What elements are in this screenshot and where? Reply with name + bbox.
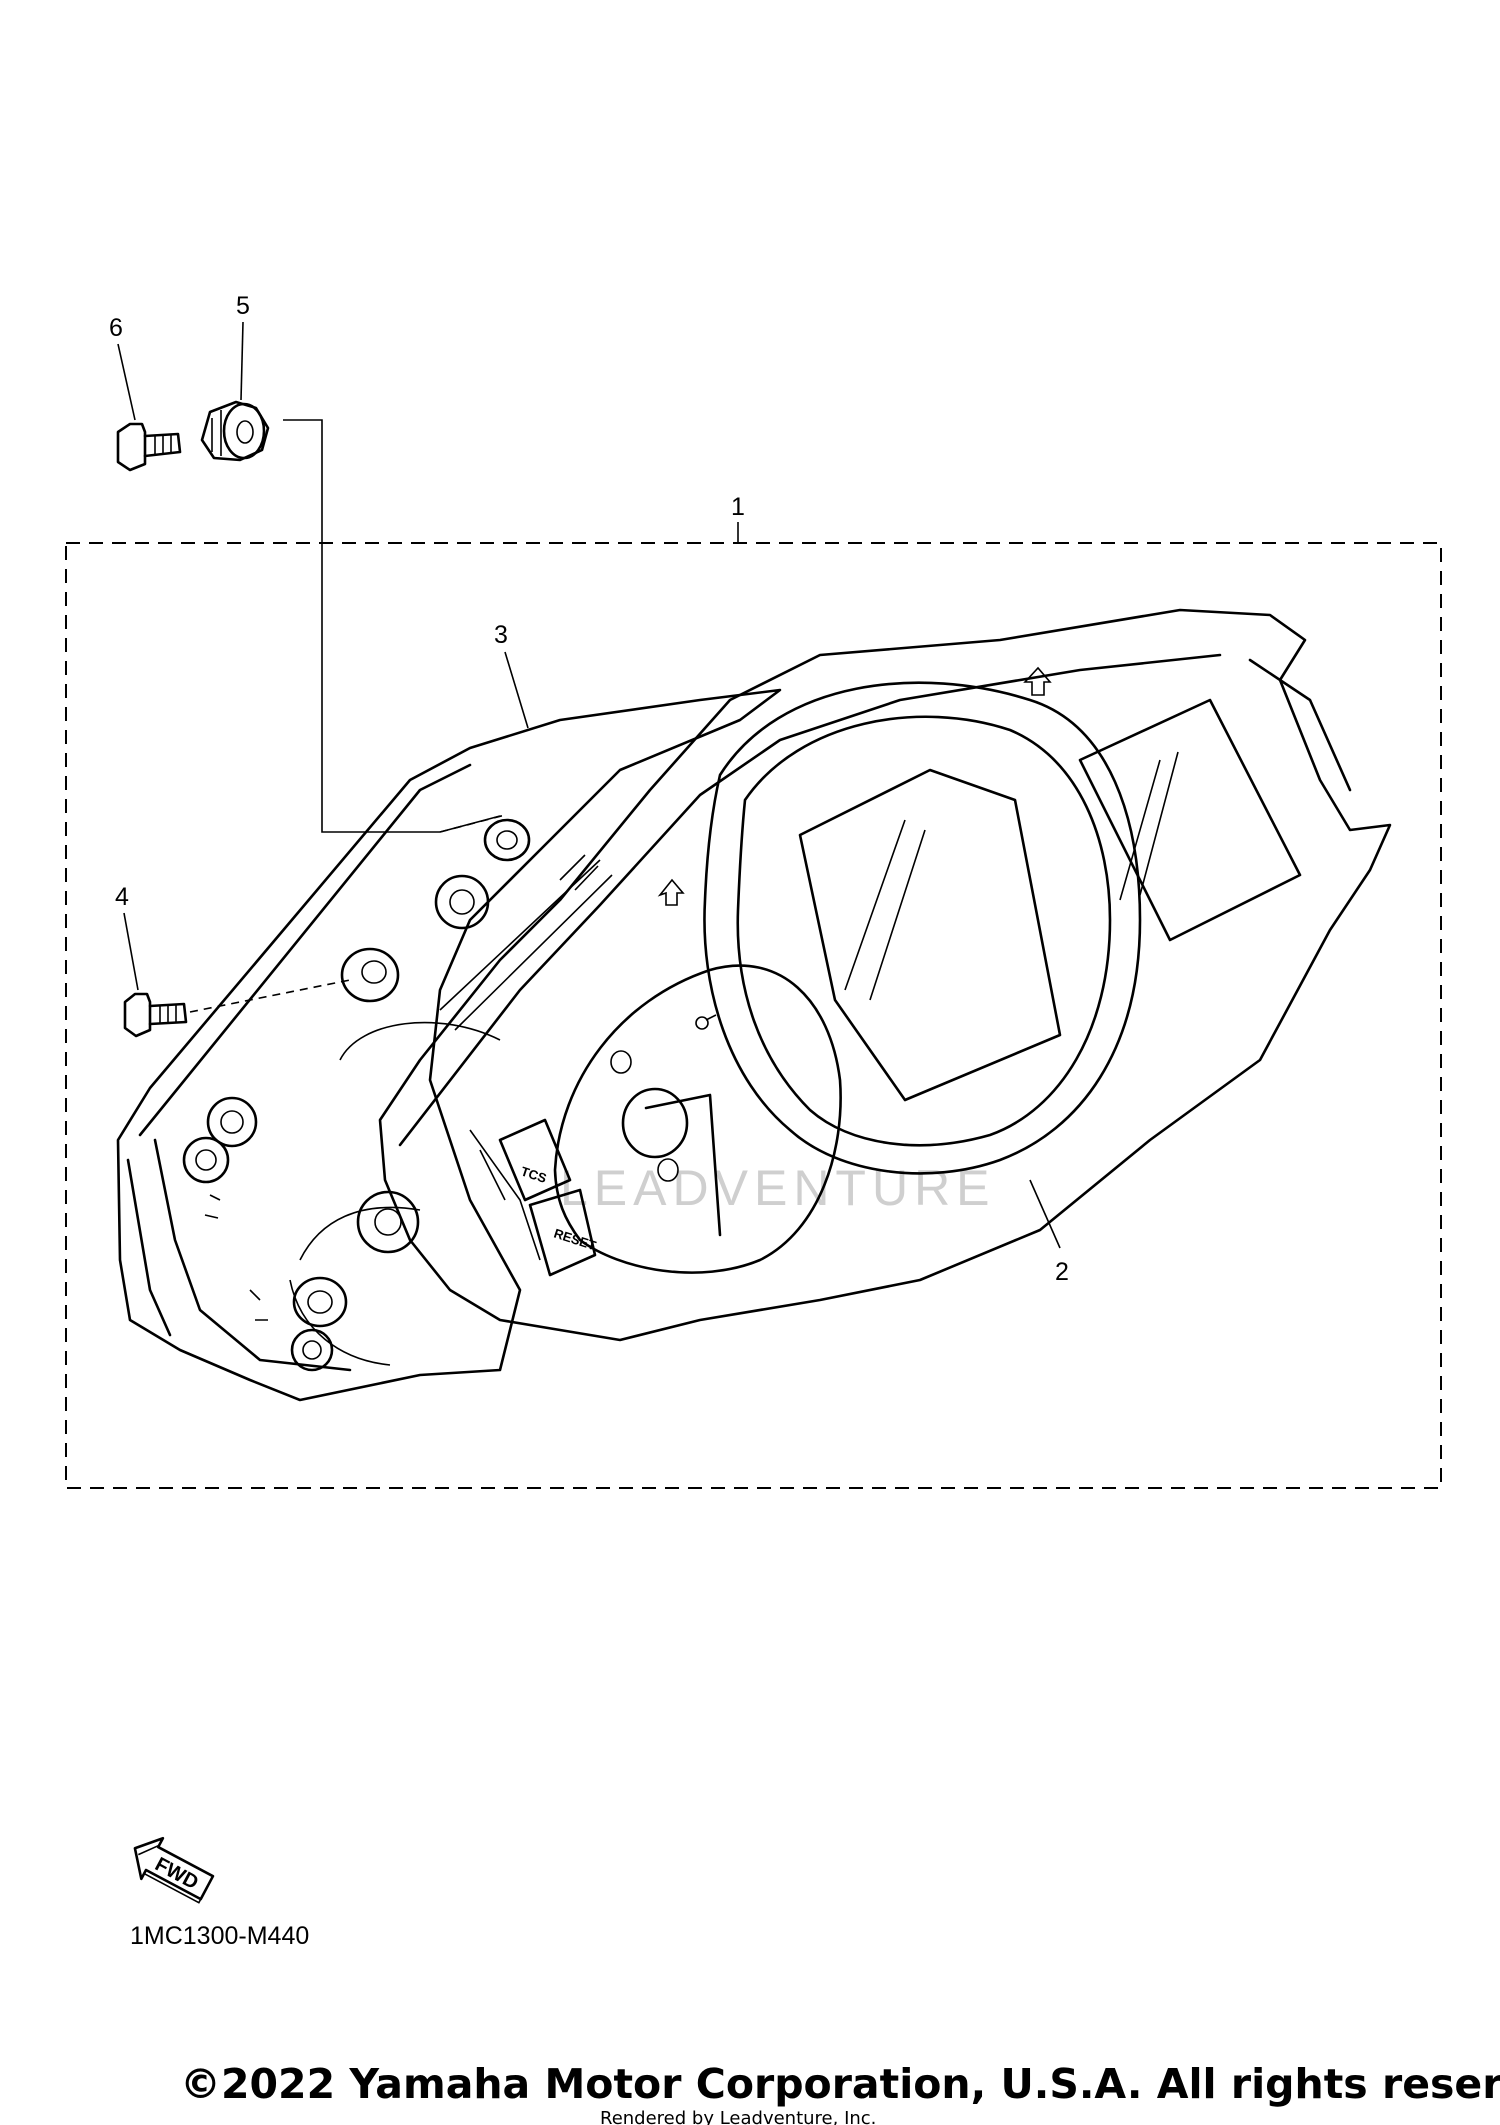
- screw-part-4[interactable]: [123, 992, 188, 1038]
- callout-4-label: 4: [115, 883, 129, 911]
- fwd-label: FWD: [151, 1853, 202, 1894]
- callout-6[interactable]: 6: [109, 314, 136, 421]
- callout-2-label: 2: [1055, 1258, 1069, 1286]
- tcs-button-label: TCS: [519, 1164, 549, 1186]
- lower-case-part-3[interactable]: [116, 688, 782, 1402]
- arrow-mark-1: [1023, 666, 1052, 696]
- mount-boss-4: [206, 1096, 258, 1148]
- mount-boss-3: [340, 947, 400, 1003]
- mount-boss-2: [434, 874, 490, 930]
- upper-cover-part-2[interactable]: [378, 608, 1392, 1342]
- reset-button-shape: [528, 1188, 597, 1277]
- rendered-by-text: Rendered by Leadventure, Inc.: [600, 2108, 876, 2125]
- callout-3[interactable]: 3: [494, 621, 529, 729]
- reset-button-label: RESET: [552, 1226, 598, 1254]
- assembly-boundary: [65, 542, 1442, 1489]
- leader-line-2: [1029, 1179, 1061, 1249]
- mount-boss-1: [483, 818, 531, 862]
- watermark-text: LEADVENTURE: [560, 1160, 996, 1216]
- callout-6-label: 6: [109, 314, 123, 342]
- callout-1-label: 1: [731, 493, 745, 521]
- mount-boss-7: [292, 1276, 348, 1328]
- callout-4[interactable]: 4: [115, 883, 139, 991]
- screw-part-6[interactable]: [116, 422, 182, 472]
- leader-line-3: [504, 651, 529, 729]
- fwd-arrow-icon: FWD: [133, 1836, 215, 1904]
- callout-5[interactable]: 5: [236, 292, 250, 401]
- diagram-code: 1MC1300-M440: [130, 1922, 309, 1950]
- callout-3-label: 3: [494, 621, 508, 649]
- mount-boss-8: [290, 1328, 334, 1372]
- leader-line-6: [117, 343, 136, 421]
- copyright-text: ©2022 Yamaha Motor Corporation, U.S.A. A…: [180, 2060, 1500, 2108]
- grommet-part-5[interactable]: [200, 400, 270, 462]
- arrow-mark-2: [657, 878, 685, 906]
- assembly-leader-4: [189, 979, 351, 1013]
- tcs-button-shape: [498, 1118, 572, 1202]
- callout-2[interactable]: 2: [1029, 1179, 1069, 1286]
- leader-line-4: [123, 912, 139, 991]
- mount-boss-5: [182, 1136, 230, 1184]
- mount-boss-6: [356, 1190, 420, 1254]
- assembly-leader-5: [283, 419, 501, 833]
- callout-1[interactable]: 1: [731, 493, 745, 543]
- leader-line-5: [240, 321, 244, 401]
- callout-5-label: 5: [236, 292, 250, 320]
